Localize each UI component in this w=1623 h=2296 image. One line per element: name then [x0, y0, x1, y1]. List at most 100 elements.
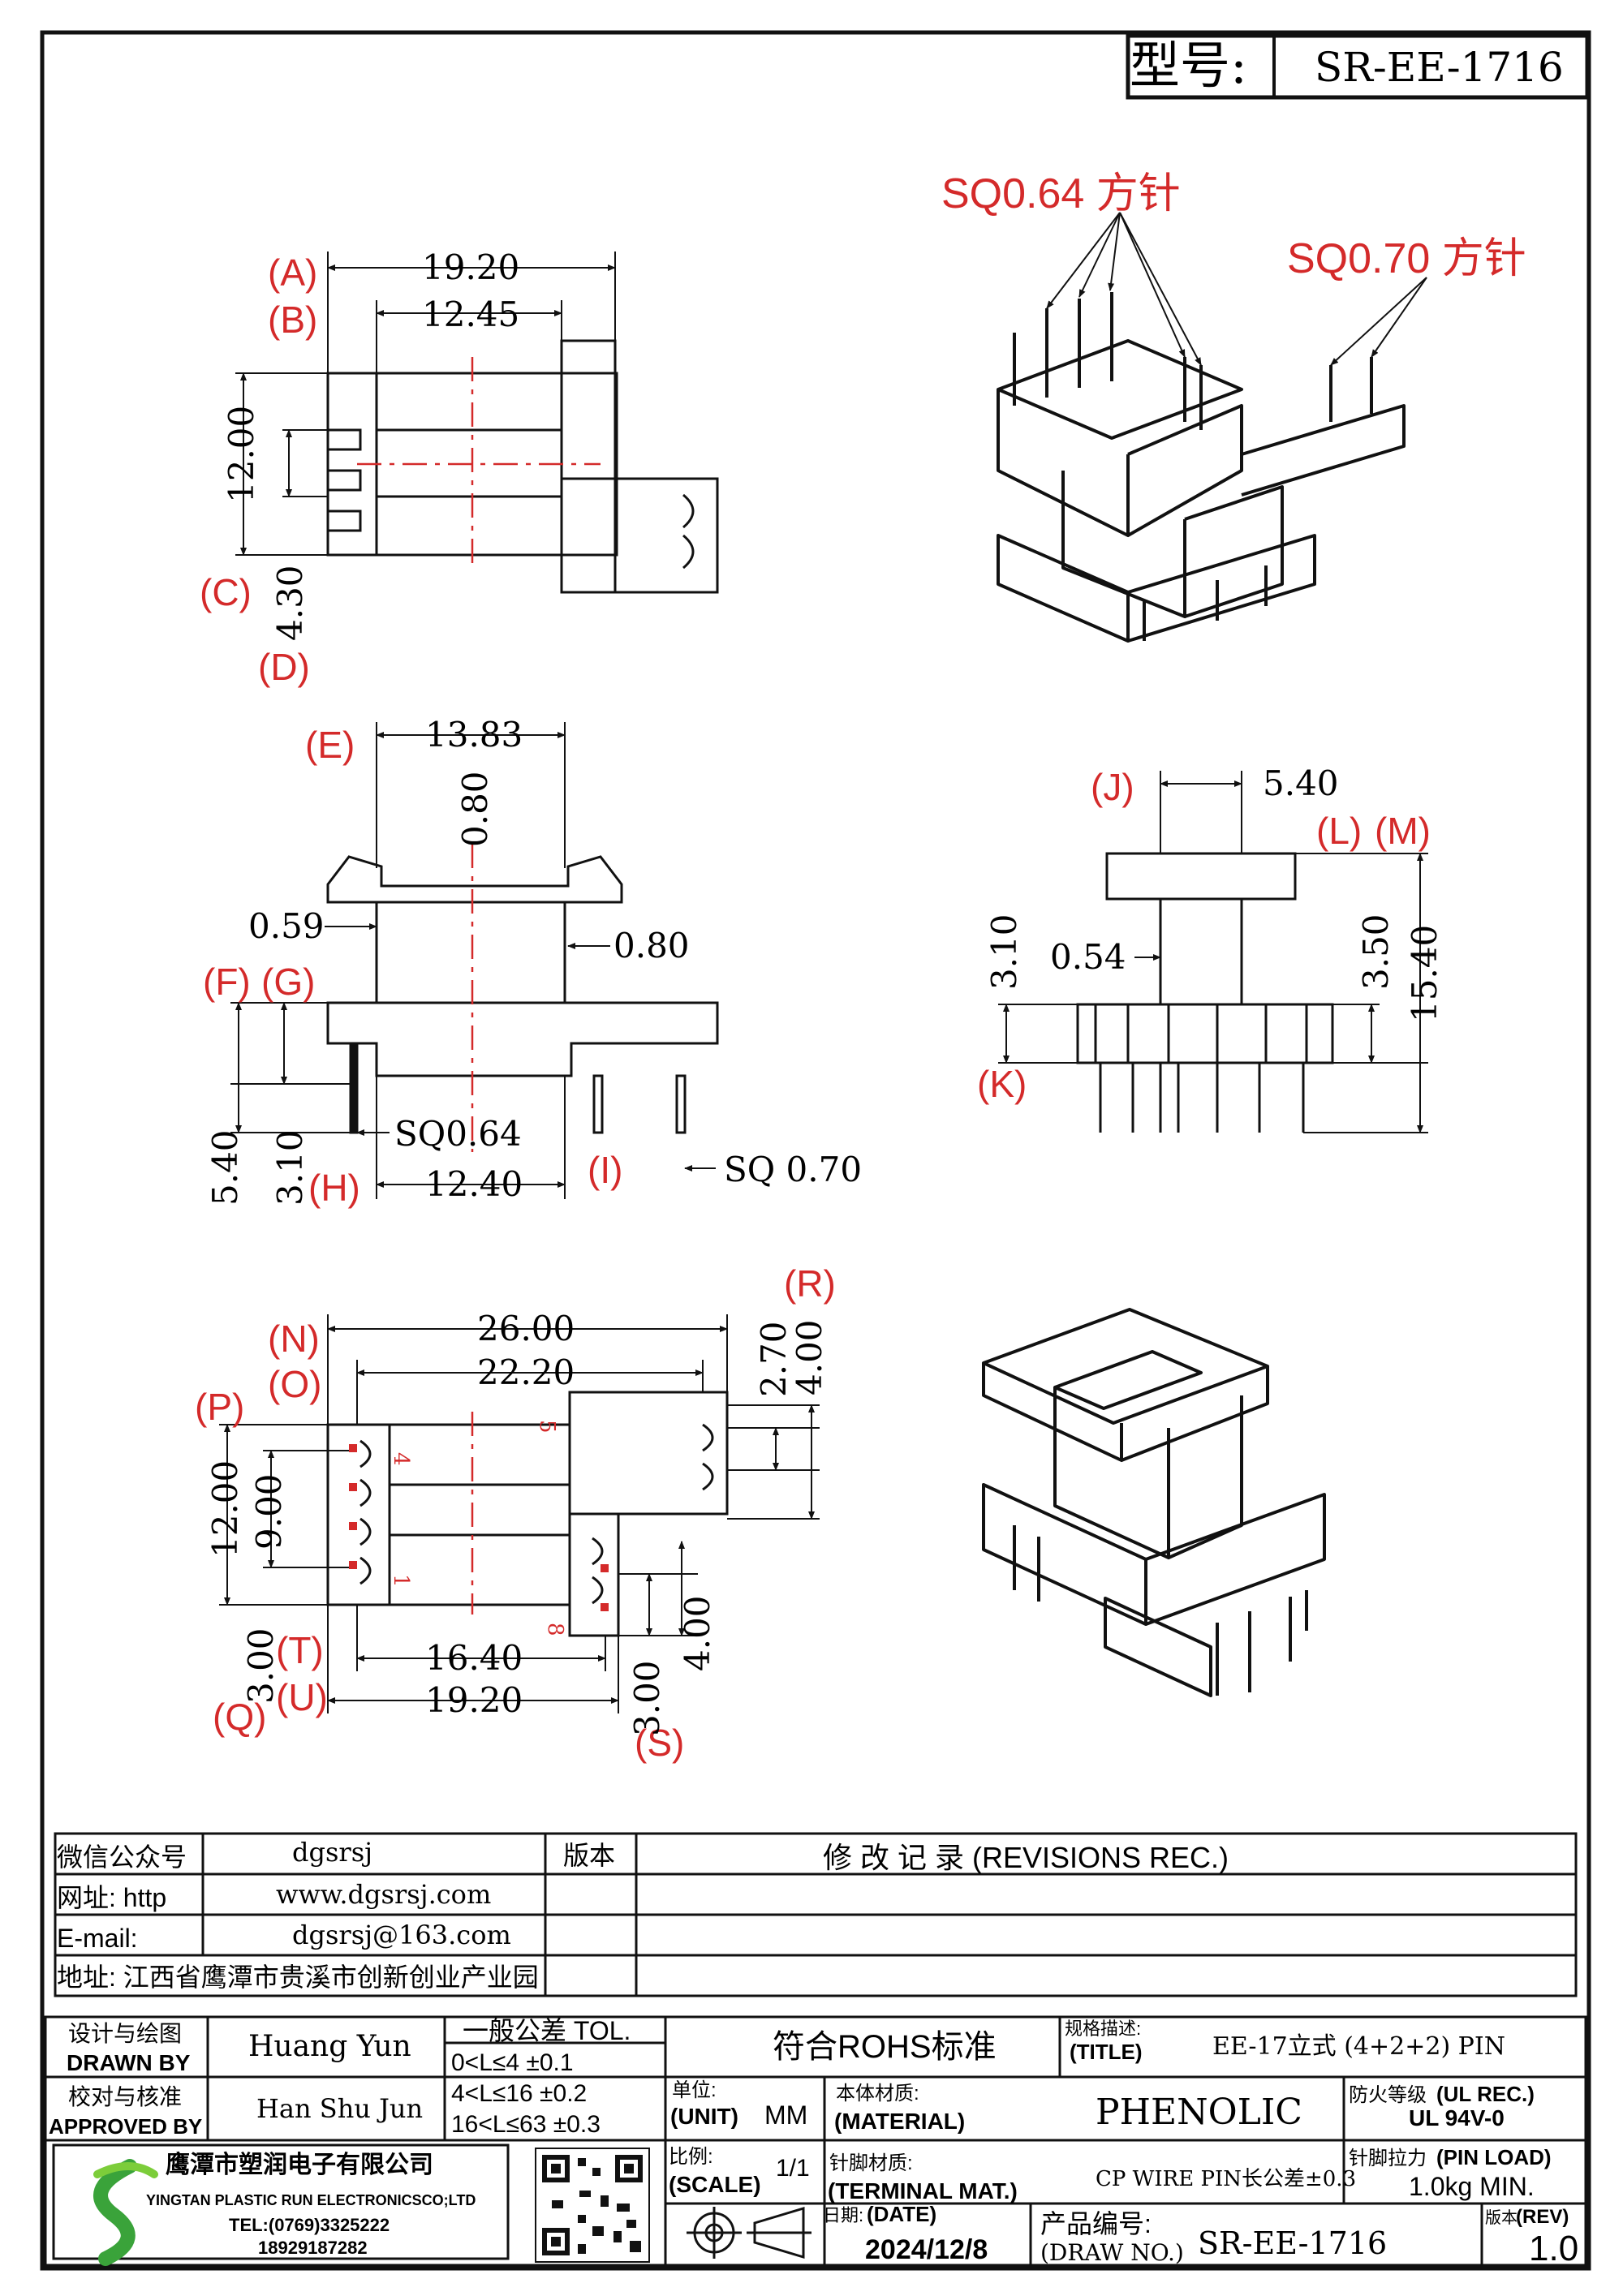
unit-cn: 单位:	[672, 2079, 717, 2101]
model-value: SR-EE-1716	[1315, 44, 1564, 91]
scale-cn: 比例:	[669, 2146, 713, 2168]
top-view	[326, 339, 719, 594]
fire-en: (UL REC.)	[1436, 2082, 1535, 2106]
dim-3-10: 3.10	[270, 1129, 310, 1206]
approver-cn: 校对与核准	[68, 2084, 182, 2109]
terminal-cn: 针脚材质:	[829, 2152, 913, 2174]
label-O: (O)	[268, 1363, 321, 1405]
side-view-labels: (J) (K) (L) (M) 5.40 3.10 0.54 3.50 15.4…	[977, 763, 1444, 1105]
spec-label-cn: 规格描述:	[1065, 2019, 1141, 2039]
dim-4-00-right: 4.00	[678, 1595, 717, 1671]
pinload-value: 1.0kg MIN.	[1409, 2172, 1535, 2201]
label-B: (B)	[268, 299, 317, 341]
designer-en: DRAWN BY	[67, 2050, 191, 2075]
company-logo	[93, 2159, 158, 2266]
approver-name: Han Shu Jun	[256, 2093, 423, 2124]
top-view-dims	[235, 252, 616, 556]
dim-sq070: SQ 0.70	[724, 1150, 862, 1189]
terminal-value: CP WIRE PIN长公差±0.3	[1096, 2167, 1356, 2191]
dim-12-40: 12.40	[425, 1164, 523, 1204]
dim-19-20-bottom: 19.20	[425, 1680, 523, 1720]
label-P: (P)	[195, 1386, 244, 1428]
label-H: (H)	[308, 1167, 360, 1209]
pin-number-5: 5	[535, 1420, 559, 1434]
drawno-cn: 产品编号:	[1040, 2209, 1152, 2238]
pin-number-4: 4	[389, 1452, 413, 1466]
label-J: (J)	[1091, 766, 1134, 808]
dim-12-00-bottom: 12.00	[205, 1460, 245, 1558]
label-R: (R)	[784, 1262, 836, 1305]
date-cn: 日期:	[823, 2205, 863, 2225]
dim-26-00: 26.00	[477, 1309, 575, 1348]
unit-en: (UNIT)	[670, 2104, 738, 2129]
company-en: YINGTAN PLASTIC RUN ELECTRONICSCO;LTD	[146, 2192, 476, 2208]
callout-sq064: SQ0.64 方针	[941, 170, 1181, 217]
model-box: 型号: SR-EE-1716	[1126, 33, 1590, 100]
label-T: (T)	[276, 1629, 324, 1671]
dim-4-30: 4.30	[270, 565, 310, 641]
label-Q: (Q)	[213, 1696, 266, 1738]
material-value: PHENOLIC	[1096, 2092, 1302, 2133]
label-U: (U)	[276, 1676, 328, 1718]
dim-12-00: 12.00	[222, 406, 261, 503]
designer-cn: 设计与绘图	[68, 2021, 182, 2046]
dim-0-59: 0.59	[248, 906, 325, 946]
dim-3-50: 3.50	[1356, 914, 1396, 990]
wechat-label: 微信公众号	[57, 1842, 187, 1872]
tolerance-row-2: 4<L≤16 ±0.2	[451, 2080, 587, 2107]
spec-value: EE-17立式 (4+2+2) PIN	[1212, 2032, 1505, 2061]
label-I: (I)	[588, 1149, 622, 1191]
drawno-value: SR-EE-1716	[1198, 2225, 1387, 2261]
version-label: 版本	[563, 1841, 615, 1870]
tolerance-row-3: 16<L≤63 ±0.3	[451, 2111, 601, 2138]
dim-5-40-side: 5.40	[1263, 763, 1339, 803]
date-value: 2024/12/8	[865, 2234, 988, 2265]
revisions-text: 微信公众号 dgsrsj 网址: http www.dgsrsj.com E-m…	[57, 1837, 1229, 1992]
dim-13-83: 13.83	[425, 715, 523, 755]
rev-value: 1.0	[1529, 2229, 1578, 2268]
side-view	[1076, 852, 1334, 1133]
side-view-dims	[998, 771, 1428, 1133]
unit-value: MM	[764, 2100, 807, 2130]
dim-19-20: 19.20	[422, 247, 519, 287]
outer-border	[40, 30, 1591, 2271]
info-text: 设计与绘图 DRAWN BY Huang Yun 校对与核准 APPROVED …	[49, 2016, 1578, 2268]
front-view-dims	[230, 722, 716, 1199]
bottom-view-labels: (N) (O) (P) (Q) (R) (S) (T) (U) 26.00 22…	[195, 1262, 836, 1764]
label-C: (C)	[200, 571, 252, 613]
web-label: 网址: http	[57, 1883, 166, 1912]
wechat-value: dgsrsj	[292, 1837, 372, 1868]
dim-22-20: 22.20	[477, 1352, 575, 1392]
label-L: (L)	[1316, 810, 1362, 852]
dim-0-54: 0.54	[1050, 937, 1126, 977]
bottom-view	[326, 1391, 729, 1637]
top-view-labels: (A) (B) (C) (D) 19.20 12.45 12.00 4.30	[200, 247, 519, 688]
scale-en: (SCALE)	[669, 2172, 761, 2197]
info-table	[44, 2015, 1587, 2267]
label-K: (K)	[977, 1063, 1027, 1105]
rev-cn: 版本	[1485, 2208, 1518, 2227]
drawno-en: (DRAW NO.)	[1040, 2239, 1184, 2266]
revisions-table	[54, 1832, 1578, 1997]
designer-name: Huang Yun	[248, 2030, 411, 2063]
pinload-en: (PIN LOAD)	[1436, 2145, 1552, 2169]
pin-number-8: 8	[543, 1623, 567, 1636]
company-tel: TEL:(0769)3325222	[229, 2215, 390, 2235]
company-cn: 鹰潭市塑润电子有限公司	[166, 2151, 433, 2178]
qr-code	[535, 2148, 650, 2263]
dim-3-00-left: 3.00	[241, 1627, 281, 1704]
label-F: (F)	[203, 961, 251, 1003]
label-A: (A)	[268, 252, 317, 294]
dim-9-00: 9.00	[249, 1473, 289, 1550]
iso-callouts	[1046, 212, 1427, 366]
iso-view-bottom	[982, 1308, 1326, 1697]
pinload-cn: 针脚拉力	[1349, 2148, 1427, 2169]
label-D: (D)	[258, 646, 310, 688]
dim-12-45: 12.45	[422, 295, 519, 334]
label-E: (E)	[305, 724, 355, 766]
iso-view-top	[997, 292, 1406, 643]
front-view-labels: (E) (F) (G) (H) (I) 13.83 0.80 0.59 0.80…	[203, 715, 862, 1209]
terminal-en: (TERMINAL MAT.)	[828, 2178, 1018, 2204]
dim-3-10-side: 3.10	[984, 914, 1024, 990]
